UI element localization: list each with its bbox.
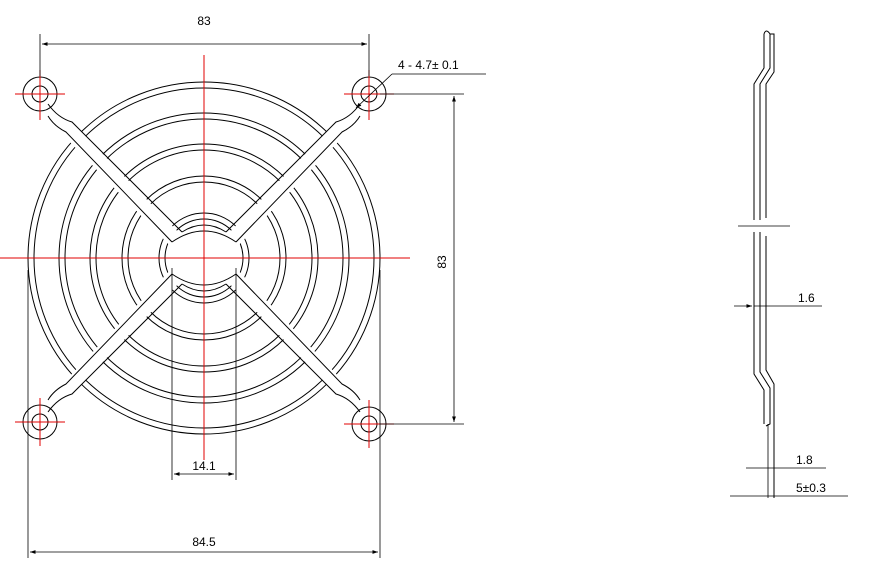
dim-label-thickness-profile: 1.6 bbox=[798, 291, 815, 305]
dimension-thickness-profile: 1.6 bbox=[734, 291, 822, 308]
dim-label-overall-width: 84.5 bbox=[192, 535, 216, 549]
side-view: 1.6 1.8 5±0.3 bbox=[730, 30, 848, 498]
dim-label-top-width: 83 bbox=[197, 14, 211, 28]
dimension-wire-diameter: 1.8 bbox=[746, 453, 826, 469]
dimension-depth: 5±0.3 bbox=[730, 481, 848, 497]
dimension-right-height: 83 bbox=[380, 93, 464, 425]
dimension-overall-width: 84.5 bbox=[27, 270, 381, 558]
dimension-top-width: 83 bbox=[39, 14, 370, 76]
dim-label-right-height: 83 bbox=[435, 255, 449, 269]
dim-label-hole-spec: 4 - 4.7± 0.1 bbox=[398, 58, 459, 72]
center-lines bbox=[0, 55, 410, 460]
dimension-center-opening: 14.1 bbox=[171, 268, 237, 480]
front-view: 83 4 - 4.7± 0.1 83 14.1 84.5 bbox=[0, 14, 486, 558]
dim-label-wire-diameter: 1.8 bbox=[796, 453, 813, 467]
side-profile bbox=[738, 30, 790, 498]
dim-label-depth: 5±0.3 bbox=[796, 481, 826, 495]
dimension-hole-spec: 4 - 4.7± 0.1 bbox=[355, 58, 486, 109]
dim-label-center-opening: 14.1 bbox=[192, 459, 216, 473]
